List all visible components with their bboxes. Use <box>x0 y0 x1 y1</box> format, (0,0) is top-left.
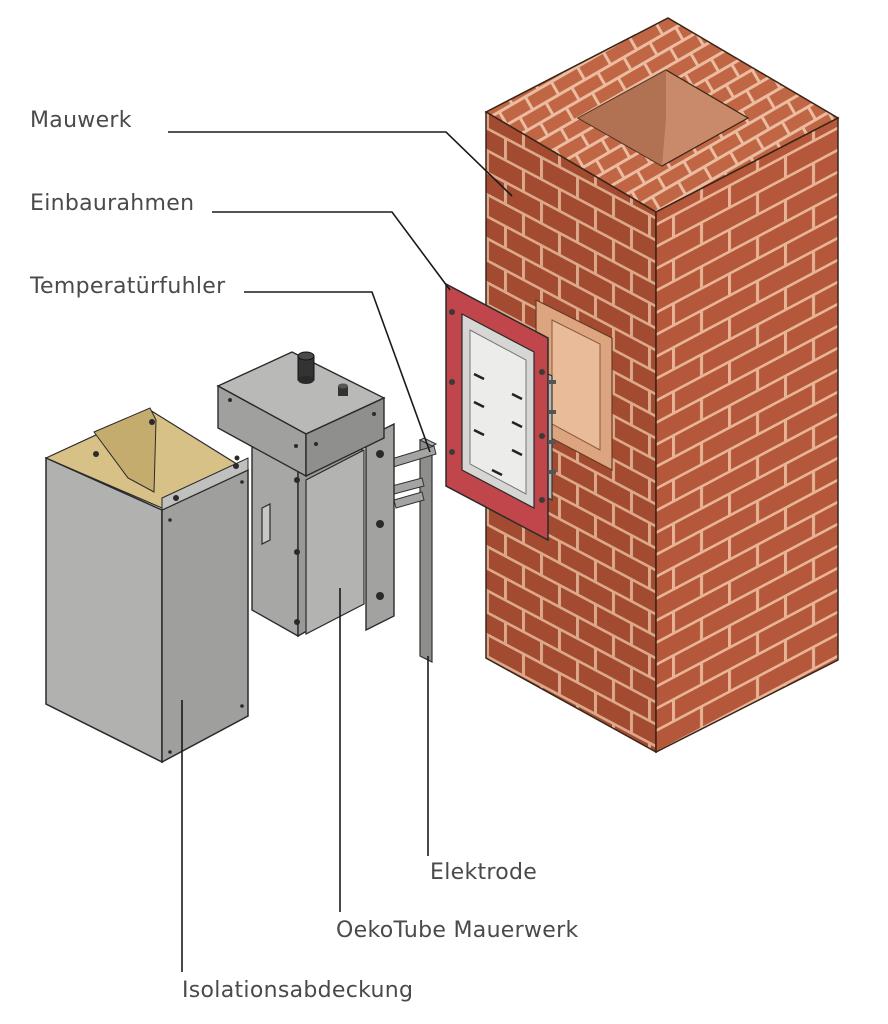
unit-small-gland <box>338 383 348 396</box>
leader-mauwerk <box>168 131 513 197</box>
frame-bolts <box>449 309 545 503</box>
cover-screws <box>93 419 244 754</box>
leader-einbaurahmen <box>212 211 451 291</box>
unit-handle <box>261 503 271 545</box>
label-oekotube: OekoTube Mauerwerk <box>336 918 579 943</box>
mounting-frame <box>445 282 556 542</box>
unit-flange-holes <box>376 450 384 600</box>
cover-back-flap <box>93 407 157 493</box>
chimney-front-face <box>655 116 839 754</box>
unit-body-screws <box>234 455 300 625</box>
electrode-rod <box>419 439 433 663</box>
label-einbaurahmen: Einbaurahmen <box>30 191 195 216</box>
unit-body-left <box>251 438 299 638</box>
cover-left-face <box>45 456 163 764</box>
unit-front-panel <box>305 449 365 635</box>
frame-slots <box>473 372 523 477</box>
label-temperaturfuhler: Temperatürfuhler <box>30 274 226 299</box>
electrode-rod-face <box>418 437 438 447</box>
unit-head-screws <box>228 398 376 448</box>
cover-front-face <box>161 468 249 764</box>
insulation-cover <box>44 407 249 764</box>
sensor-arm-lower <box>391 477 425 495</box>
label-elektrode: Elektrode <box>430 860 538 885</box>
chimney <box>484 17 840 754</box>
sensor-arm-bottom <box>393 491 425 509</box>
frame-studs <box>548 380 556 474</box>
cover-top-rim-front <box>161 457 249 511</box>
unit-head-front <box>305 396 385 478</box>
leader-temperaturfuhler <box>244 291 431 453</box>
label-mauwerk: Mauwerk <box>30 108 132 133</box>
electrode-assembly <box>387 437 438 663</box>
frame-opening-inner <box>469 329 527 495</box>
leader-lines <box>168 131 513 972</box>
label-isolation: Isolationsabdeckung <box>182 978 414 1003</box>
oekotube-unit <box>216 351 395 638</box>
chimney-flue-inner <box>578 70 666 166</box>
unit-cable-gland <box>297 351 315 384</box>
